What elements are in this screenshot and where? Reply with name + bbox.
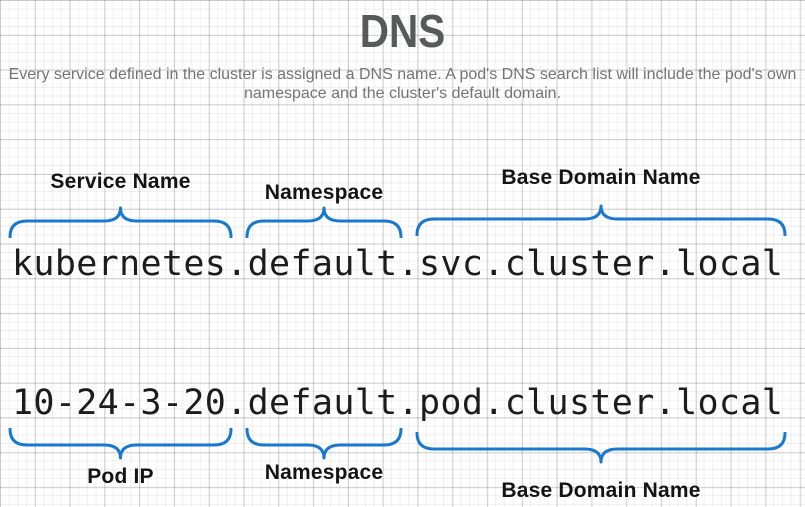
fqdn-pod: 10-24-3-20.default.pod.cluster.local [12, 383, 784, 423]
label-namespace-top: Namespace [264, 181, 384, 204]
label-base-domain-top: Base Domain Name [501, 166, 701, 189]
curly-brace-namespace-bottom-icon [245, 428, 403, 460]
label-base-domain-bottom: Base Domain Name [501, 479, 701, 502]
label-pod-ip: Pod IP [87, 465, 154, 488]
page-subtitle: Every service defined in the cluster is … [8, 66, 797, 102]
label-namespace-bottom: Namespace [264, 461, 384, 484]
label-service-name: Service Name [50, 170, 191, 193]
curly-brace-base-domain-bottom-icon [415, 432, 787, 464]
page-title: DNS [359, 5, 446, 57]
curly-brace-service-name-icon [8, 206, 233, 238]
curly-brace-namespace-top-icon [245, 206, 403, 238]
fqdn-service: kubernetes.default.svc.cluster.local [12, 244, 784, 284]
curly-brace-base-domain-top-icon [415, 204, 787, 236]
curly-brace-pod-ip-icon [8, 428, 233, 460]
